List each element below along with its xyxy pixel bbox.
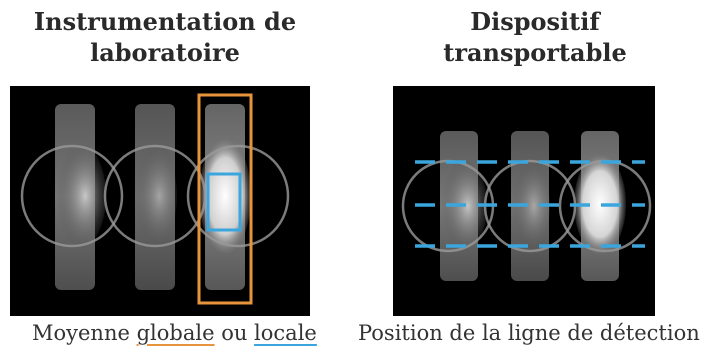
- left-caption: Moyenne globale ou locale: [32, 318, 317, 348]
- caption-prefix: Moyenne: [32, 321, 137, 345]
- caption-middle: ou: [214, 321, 255, 345]
- lab-image-figure: [20, 93, 290, 305]
- local-average-box: [206, 172, 242, 232]
- ring-1: [20, 144, 124, 248]
- caption-local-word: locale: [254, 321, 317, 345]
- right-caption: Position de la ligne de détection: [358, 321, 700, 345]
- portable-image-figure: [401, 131, 652, 281]
- left-panel-title: Instrumentation de laboratoire: [0, 6, 330, 68]
- ring-2: [103, 144, 207, 248]
- left-title-line-1: Instrumentation de: [33, 7, 297, 36]
- lab-instrumentation-image: [10, 86, 310, 316]
- ring-3: [186, 144, 290, 248]
- right-title-line-1: Dispositif: [470, 7, 600, 36]
- caption-global-word: globale: [136, 321, 215, 345]
- portable-device-image: [393, 86, 655, 316]
- right-panel-title: Dispositif transportable: [360, 6, 710, 68]
- global-average-box: [197, 93, 253, 305]
- left-title-line-2: laboratoire: [90, 38, 240, 67]
- right-title-line-2: transportable: [443, 38, 627, 67]
